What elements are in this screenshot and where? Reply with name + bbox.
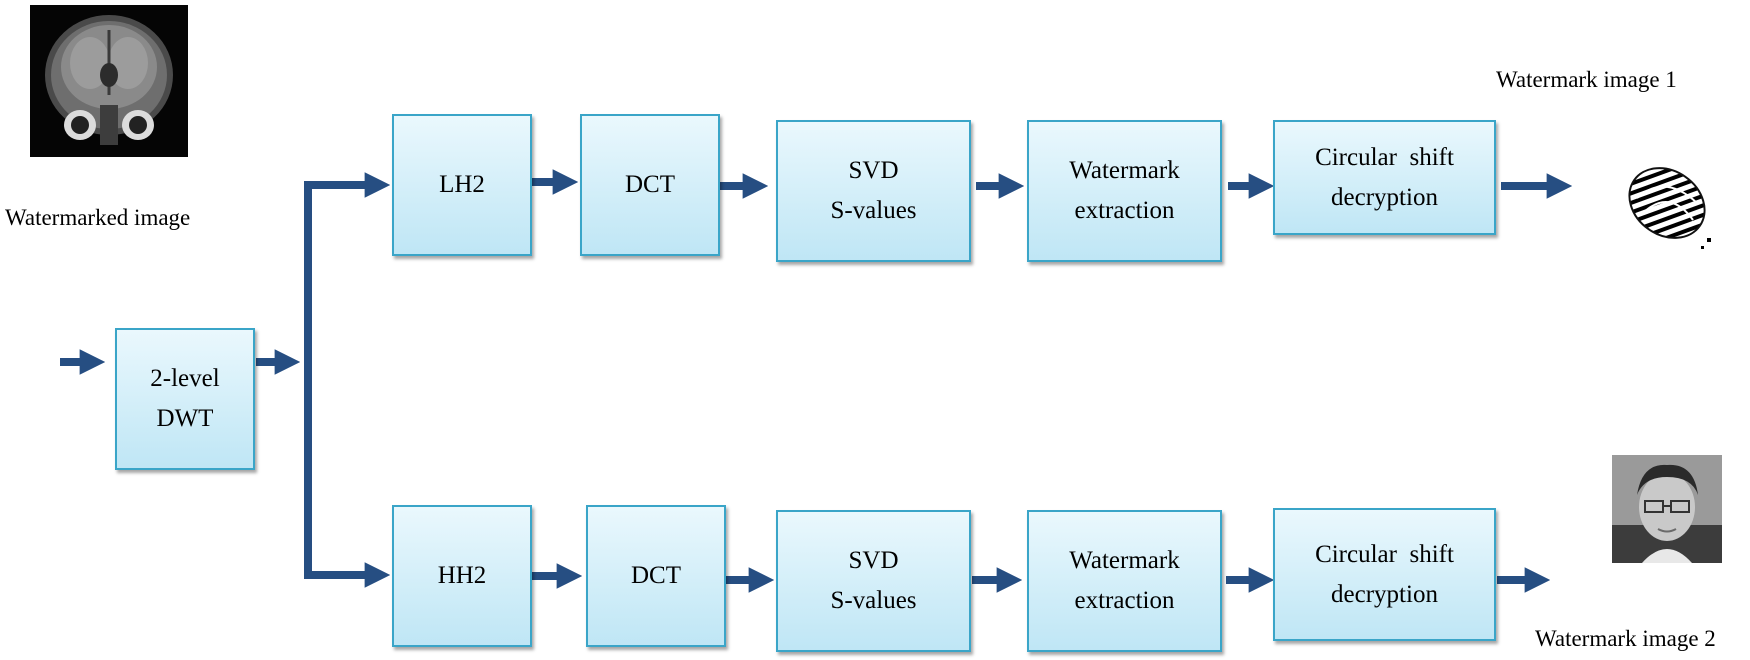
- bottom-extraction-block-line-1: Watermark: [1069, 547, 1180, 574]
- watermark-image-2-label: Watermark image 2: [1535, 626, 1716, 651]
- watermark-image-1-label: Watermark image 1: [1496, 67, 1677, 92]
- watermarked-image-label: Watermarked image: [5, 205, 191, 230]
- bottom-svd-block: SVD S-values: [776, 510, 971, 652]
- top-svd-block: SVD S-values: [776, 120, 971, 262]
- bottom-extraction-block-line-2: extraction: [1074, 587, 1175, 614]
- dwt-block-line-1: 2-level: [150, 365, 220, 392]
- watermark-image-1: [1628, 167, 1711, 249]
- dwt-block-line-2: DWT: [156, 405, 214, 432]
- bottom-decryption-block: Circular shift decryption: [1273, 508, 1496, 641]
- hh2-block: HH2: [392, 505, 532, 647]
- hh2-block-label: HH2: [437, 562, 487, 589]
- top-svd-block-line-1: SVD: [848, 157, 899, 184]
- bottom-decryption-block-line-2: decryption: [1331, 580, 1438, 608]
- bottom-dct-block: DCT: [586, 505, 726, 647]
- top-extraction-block: Watermark extraction: [1027, 120, 1222, 262]
- watermark-image-2: [1612, 455, 1722, 563]
- top-dct-block-label: DCT: [625, 171, 675, 198]
- lh2-block-label: LH2: [439, 171, 485, 198]
- top-decryption-block-line-1: Circular shift: [1315, 143, 1454, 171]
- top-decryption-block: Circular shift decryption: [1273, 120, 1496, 235]
- top-svd-block-line-2: S-values: [830, 197, 917, 224]
- dwt-block: 2-level DWT: [115, 328, 255, 470]
- watermarked-mri-image: [30, 5, 188, 157]
- bottom-dct-block-label: DCT: [631, 562, 681, 589]
- bottom-svd-block-line-1: SVD: [848, 547, 899, 574]
- top-extraction-block-line-2: extraction: [1074, 197, 1175, 224]
- bottom-extraction-block: Watermark extraction: [1027, 510, 1222, 652]
- bottom-svd-block-line-2: S-values: [830, 587, 917, 614]
- top-dct-block: DCT: [580, 114, 720, 256]
- lh2-block: LH2: [392, 114, 532, 256]
- bottom-decryption-block-line-1: Circular shift: [1315, 540, 1454, 568]
- top-decryption-block-line-2: decryption: [1331, 183, 1438, 211]
- top-extraction-block-line-1: Watermark: [1069, 157, 1180, 184]
